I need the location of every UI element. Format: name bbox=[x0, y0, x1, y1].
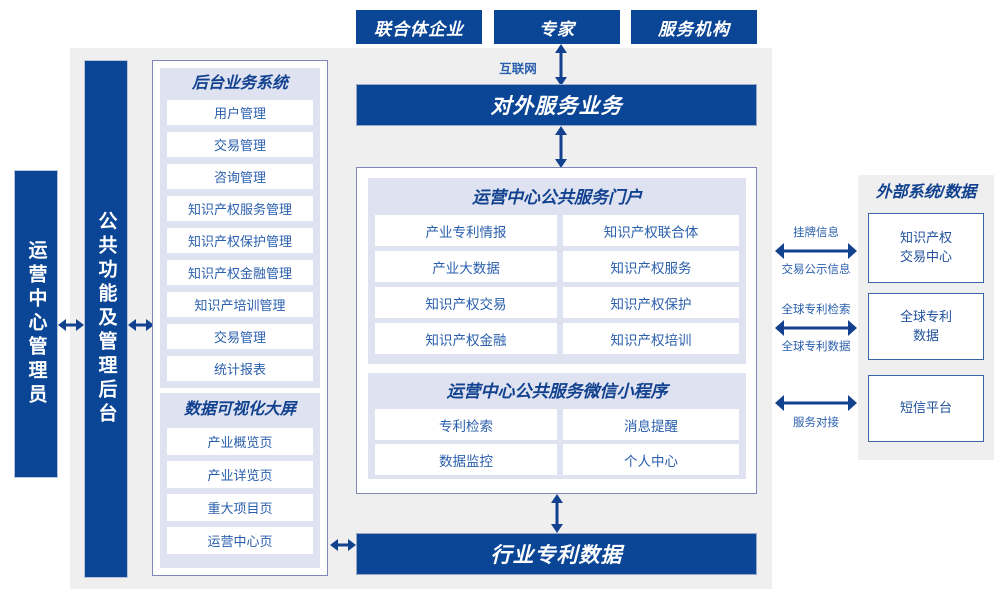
role-bar-common-admin-backend: 公共功能及管理后台 bbox=[84, 60, 128, 578]
portal-item-label: 知识产权服务 bbox=[610, 260, 692, 276]
dashboard-item-label: 重大项目页 bbox=[207, 501, 273, 516]
external-system-box[interactable]: 短信平台 bbox=[868, 375, 984, 442]
backend-item[interactable]: 交易管理 bbox=[167, 324, 313, 349]
actor-box-consortium: 联合体企业 bbox=[356, 10, 482, 44]
backend-item-label: 统计报表 bbox=[213, 362, 266, 377]
backend-item[interactable]: 知识产权金融管理 bbox=[167, 260, 313, 285]
external-connector-label-2-top: 全球专利检索 bbox=[781, 304, 851, 316]
external-connector-label-1-bottom: 交易公示信息 bbox=[781, 264, 851, 276]
miniprogram-title: 运营中心公共服务微信小程序 bbox=[446, 382, 668, 401]
external-system-box[interactable]: 知识产权 交易中心 bbox=[868, 213, 984, 283]
portal-item[interactable]: 知识产权联合体 bbox=[563, 215, 739, 246]
backend-item[interactable]: 知识产培训管理 bbox=[167, 292, 313, 317]
external-system-label: 全球专利 数据 bbox=[899, 308, 952, 343]
portal-item[interactable]: 产业专利情报 bbox=[375, 215, 557, 246]
backend-item[interactable]: 知识产权服务管理 bbox=[167, 196, 313, 221]
portal-item-label: 知识产权联合体 bbox=[603, 224, 699, 240]
portal-item[interactable]: 知识产权服务 bbox=[563, 251, 739, 282]
internet-arrow bbox=[555, 44, 567, 86]
portal-item-label: 产业专利情报 bbox=[425, 224, 507, 240]
dashboard-item[interactable]: 产业详览页 bbox=[167, 461, 313, 488]
external-system-label: 知识产权 交易中心 bbox=[899, 230, 952, 264]
external-system-label: 短信平台 bbox=[899, 400, 952, 416]
services-to-industrydata-arrow bbox=[551, 494, 563, 533]
backend-item-label: 知识产权服务管理 bbox=[187, 202, 292, 217]
external-connector-label-1-top: 挂牌信息 bbox=[793, 227, 839, 239]
backend-item-label: 交易管理 bbox=[213, 330, 266, 345]
backend-item[interactable]: 交易管理 bbox=[167, 132, 313, 157]
modules-to-industrydata-arrow bbox=[330, 539, 356, 551]
role-bar-operations-admin: 运营中心管理员 bbox=[14, 170, 58, 478]
backend-item[interactable]: 咨询管理 bbox=[167, 164, 313, 189]
miniprogram-item[interactable]: 专利检索 bbox=[375, 409, 557, 440]
role-label: 运营中心管理员 bbox=[25, 240, 47, 408]
miniprogram-item[interactable]: 数据监控 bbox=[375, 444, 557, 475]
industry-patent-data-label: 行业专利数据 bbox=[490, 544, 623, 567]
dashboard-item-label: 产业详览页 bbox=[207, 468, 273, 483]
backend-to-panel-arrow bbox=[128, 319, 154, 331]
miniprogram-item-label: 消息提醒 bbox=[624, 418, 678, 434]
portal-item-label: 知识产权培训 bbox=[610, 332, 692, 348]
dashboard-item[interactable]: 运营中心页 bbox=[167, 527, 313, 554]
role-label: 公共功能及管理后台 bbox=[95, 211, 117, 427]
portal-item-label: 产业大数据 bbox=[432, 260, 500, 276]
dashboard-item[interactable]: 产业概览页 bbox=[167, 428, 313, 455]
backend-item-label: 用户管理 bbox=[213, 106, 266, 121]
actor-label: 联合体企业 bbox=[374, 19, 464, 39]
portal-item[interactable]: 知识产权培训 bbox=[563, 323, 739, 354]
external-system-box[interactable]: 全球专利 数据 bbox=[868, 293, 984, 360]
actor-box-service-org: 服务机构 bbox=[631, 10, 757, 44]
dashboard-item-label: 产业概览页 bbox=[207, 435, 273, 450]
internet-label: 互联网 bbox=[499, 62, 537, 76]
miniprogram-item-label: 专利检索 bbox=[439, 418, 493, 434]
dashboard-title: 数据可视化大屏 bbox=[183, 401, 296, 418]
external-connector-arrow-2 bbox=[775, 320, 857, 336]
backend-item[interactable]: 用户管理 bbox=[167, 100, 313, 125]
miniprogram-item-label: 个人中心 bbox=[624, 453, 678, 469]
external-service-bar: 对外服务业务 bbox=[356, 84, 757, 126]
actor-label: 专家 bbox=[539, 19, 575, 39]
backend-system-title: 后台业务系统 bbox=[191, 75, 288, 92]
portal-item[interactable]: 知识产权保护 bbox=[563, 287, 739, 318]
external-connector-label-3-bottom: 服务对接 bbox=[793, 417, 839, 429]
miniprogram-item[interactable]: 个人中心 bbox=[563, 444, 739, 475]
external-connector-label-2-bottom: 全球专利数据 bbox=[781, 341, 851, 353]
backend-item-label: 知识产权保护管理 bbox=[187, 234, 292, 249]
miniprogram-item[interactable]: 消息提醒 bbox=[563, 409, 739, 440]
portal-item[interactable]: 知识产权金融 bbox=[375, 323, 557, 354]
backend-item[interactable]: 知识产权保护管理 bbox=[167, 228, 313, 253]
backend-item-label: 知识产权金融管理 bbox=[187, 266, 292, 281]
dashboard-item-label: 运营中心页 bbox=[207, 534, 273, 549]
miniprogram-item-label: 数据监控 bbox=[439, 453, 493, 469]
dashboard-item[interactable]: 重大项目页 bbox=[167, 494, 313, 521]
portal-item-label: 知识产权保护 bbox=[610, 296, 692, 312]
backend-item-label: 知识产培训管理 bbox=[194, 298, 286, 313]
portal-item[interactable]: 产业大数据 bbox=[375, 251, 557, 282]
external-systems-title: 外部系统/数据 bbox=[875, 184, 977, 201]
portal-item[interactable]: 知识产权交易 bbox=[375, 287, 557, 318]
actor-label: 服务机构 bbox=[658, 19, 730, 39]
external-service-bar-label: 对外服务业务 bbox=[490, 95, 623, 118]
portal-item-label: 知识产权金融 bbox=[425, 332, 507, 348]
portal-title: 运营中心公共服务门户 bbox=[472, 188, 642, 207]
backend-item-label: 咨询管理 bbox=[213, 170, 266, 185]
industry-patent-data-bar: 行业专利数据 bbox=[356, 533, 757, 575]
external-connector-arrow-1 bbox=[775, 243, 857, 259]
admin-to-backend-arrow bbox=[58, 319, 84, 331]
service-to-portal-arrow bbox=[555, 126, 567, 168]
actor-box-expert: 专家 bbox=[494, 10, 620, 44]
external-connector-arrow-3 bbox=[775, 395, 857, 411]
backend-item[interactable]: 统计报表 bbox=[167, 356, 313, 381]
backend-item-label: 交易管理 bbox=[213, 138, 266, 153]
portal-item-label: 知识产权交易 bbox=[425, 296, 507, 312]
